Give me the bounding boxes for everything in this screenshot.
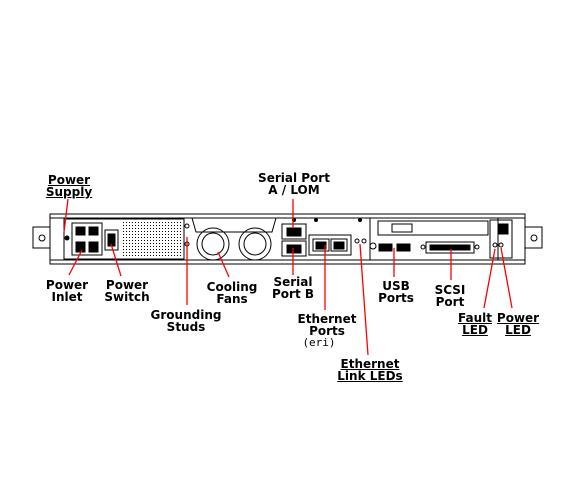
- power-led: [498, 242, 504, 248]
- io-panel: [369, 217, 499, 261]
- ethernet-link-led: [354, 238, 360, 244]
- label-ethernet-ports-eri: (eri): [302, 336, 336, 349]
- right-rack-ear: [524, 226, 543, 249]
- left-rack-ear: [32, 226, 51, 249]
- ethernet-port-2: [330, 238, 348, 252]
- callout-power-inlet: [68, 249, 83, 276]
- callout-power-supply: [63, 198, 69, 233]
- callout-ethernet-link-leds: [359, 243, 369, 356]
- power-inlet-connector: [71, 222, 103, 256]
- power-switch-rocker: [104, 229, 119, 251]
- cooling-fan-1: [196, 227, 230, 261]
- fan-housing: [191, 217, 277, 233]
- ethernet-port-block: [308, 234, 352, 256]
- callout-lines: [63, 198, 513, 356]
- grounding-stud: [184, 223, 190, 229]
- callout-power-led: [500, 247, 513, 309]
- usb-port-2: [396, 243, 411, 252]
- fault-led: [492, 242, 498, 248]
- serial-port-b: [281, 240, 307, 257]
- chassis-body: [49, 213, 526, 265]
- usb-port-1: [378, 243, 393, 252]
- callout-cooling-fans: [217, 251, 230, 278]
- scsi-connector: [425, 241, 475, 254]
- serial-port-a: [281, 223, 307, 240]
- callout-power-switch: [110, 243, 122, 277]
- power-supply-module: [63, 218, 185, 260]
- led-module: [489, 219, 513, 259]
- callout-fault-led: [483, 248, 496, 309]
- psu-grille: [122, 221, 182, 257]
- cooling-fan-2: [238, 227, 272, 261]
- scsi-blank-slot: [377, 220, 489, 236]
- ethernet-port-1: [312, 238, 330, 252]
- chassis: [32, 213, 543, 265]
